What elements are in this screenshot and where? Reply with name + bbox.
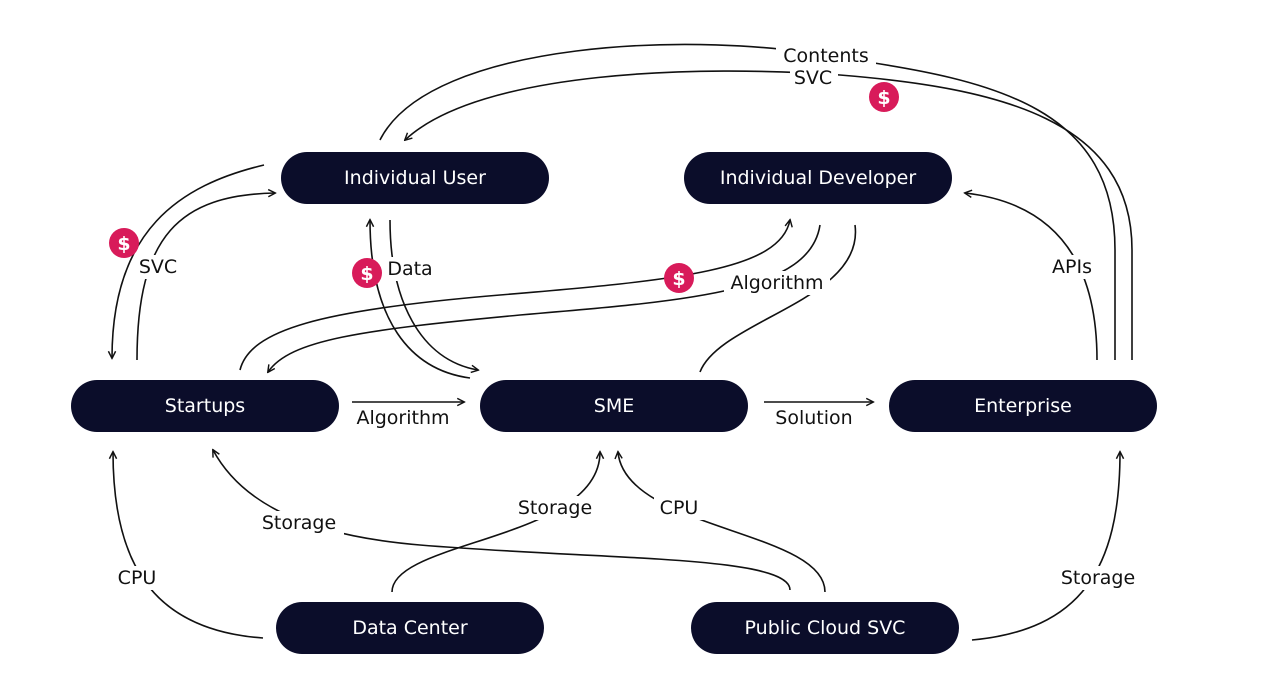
edge-algorithm-dev <box>268 224 821 372</box>
money-badge-data: $ <box>352 258 382 288</box>
edge-labels: Contents SVC SVC Data Algorithm APIs Alg… <box>110 44 1144 590</box>
edge-data-up <box>370 220 471 379</box>
label-storage-sme: Storage <box>518 497 592 519</box>
money-badge-left: $ <box>109 228 139 258</box>
node-data-center: Data Center <box>276 602 544 654</box>
node-data-center-label: Data Center <box>352 617 468 639</box>
edge-startups-to-dev <box>239 220 790 371</box>
dollar-icon: $ <box>360 263 373 285</box>
node-public-cloud: Public Cloud SVC <box>691 602 959 654</box>
label-contents: Contents <box>783 45 868 67</box>
dollar-icon: $ <box>117 233 130 255</box>
nodes: Individual User Individual Developer Sta… <box>71 152 1157 654</box>
node-enterprise: Enterprise <box>889 380 1157 432</box>
edge-apis <box>965 193 1098 361</box>
edges <box>112 43 1133 641</box>
edge-svc-left-in <box>136 193 275 361</box>
node-individual-developer: Individual Developer <box>684 152 952 204</box>
edge-storage-enterprise <box>971 452 1120 641</box>
node-individual-developer-label: Individual Developer <box>720 167 916 189</box>
node-individual-user-label: Individual User <box>344 167 486 189</box>
label-svc-top: SVC <box>794 67 832 89</box>
edge-svc-left-out <box>112 164 265 358</box>
label-algorithm-mid: Algorithm <box>356 407 449 429</box>
node-enterprise-label: Enterprise <box>974 395 1072 417</box>
label-cpu-sme: CPU <box>660 497 699 519</box>
label-storage-startups: Storage <box>262 512 336 534</box>
node-individual-user: Individual User <box>281 152 549 204</box>
dollar-icon: $ <box>877 87 890 109</box>
edge-storage-sme <box>391 452 600 593</box>
label-cpu-startups: CPU <box>118 567 157 589</box>
label-svc-left: SVC <box>139 256 177 278</box>
edge-cpu-sme <box>618 452 826 593</box>
edge-dev-sme <box>699 224 857 373</box>
edge-data-down <box>389 219 478 370</box>
money-badge-developer: $ <box>664 263 694 293</box>
node-startups: Startups <box>71 380 339 432</box>
node-public-cloud-label: Public Cloud SVC <box>745 617 906 639</box>
edge-svc-top <box>405 70 1133 360</box>
node-sme-label: SME <box>594 395 634 417</box>
label-solution: Solution <box>775 407 852 429</box>
label-apis: APIs <box>1052 256 1092 278</box>
label-algorithm-dev: Algorithm <box>730 272 823 294</box>
node-startups-label: Startups <box>165 395 245 417</box>
dollar-icon: $ <box>672 268 685 290</box>
node-sme: SME <box>480 380 748 432</box>
money-badge-top: $ <box>869 82 899 112</box>
label-data: Data <box>387 258 432 280</box>
label-storage-enterprise: Storage <box>1061 567 1135 589</box>
money-badges: $ $ $ $ <box>109 82 899 293</box>
edge-cpu-startups <box>113 452 264 639</box>
